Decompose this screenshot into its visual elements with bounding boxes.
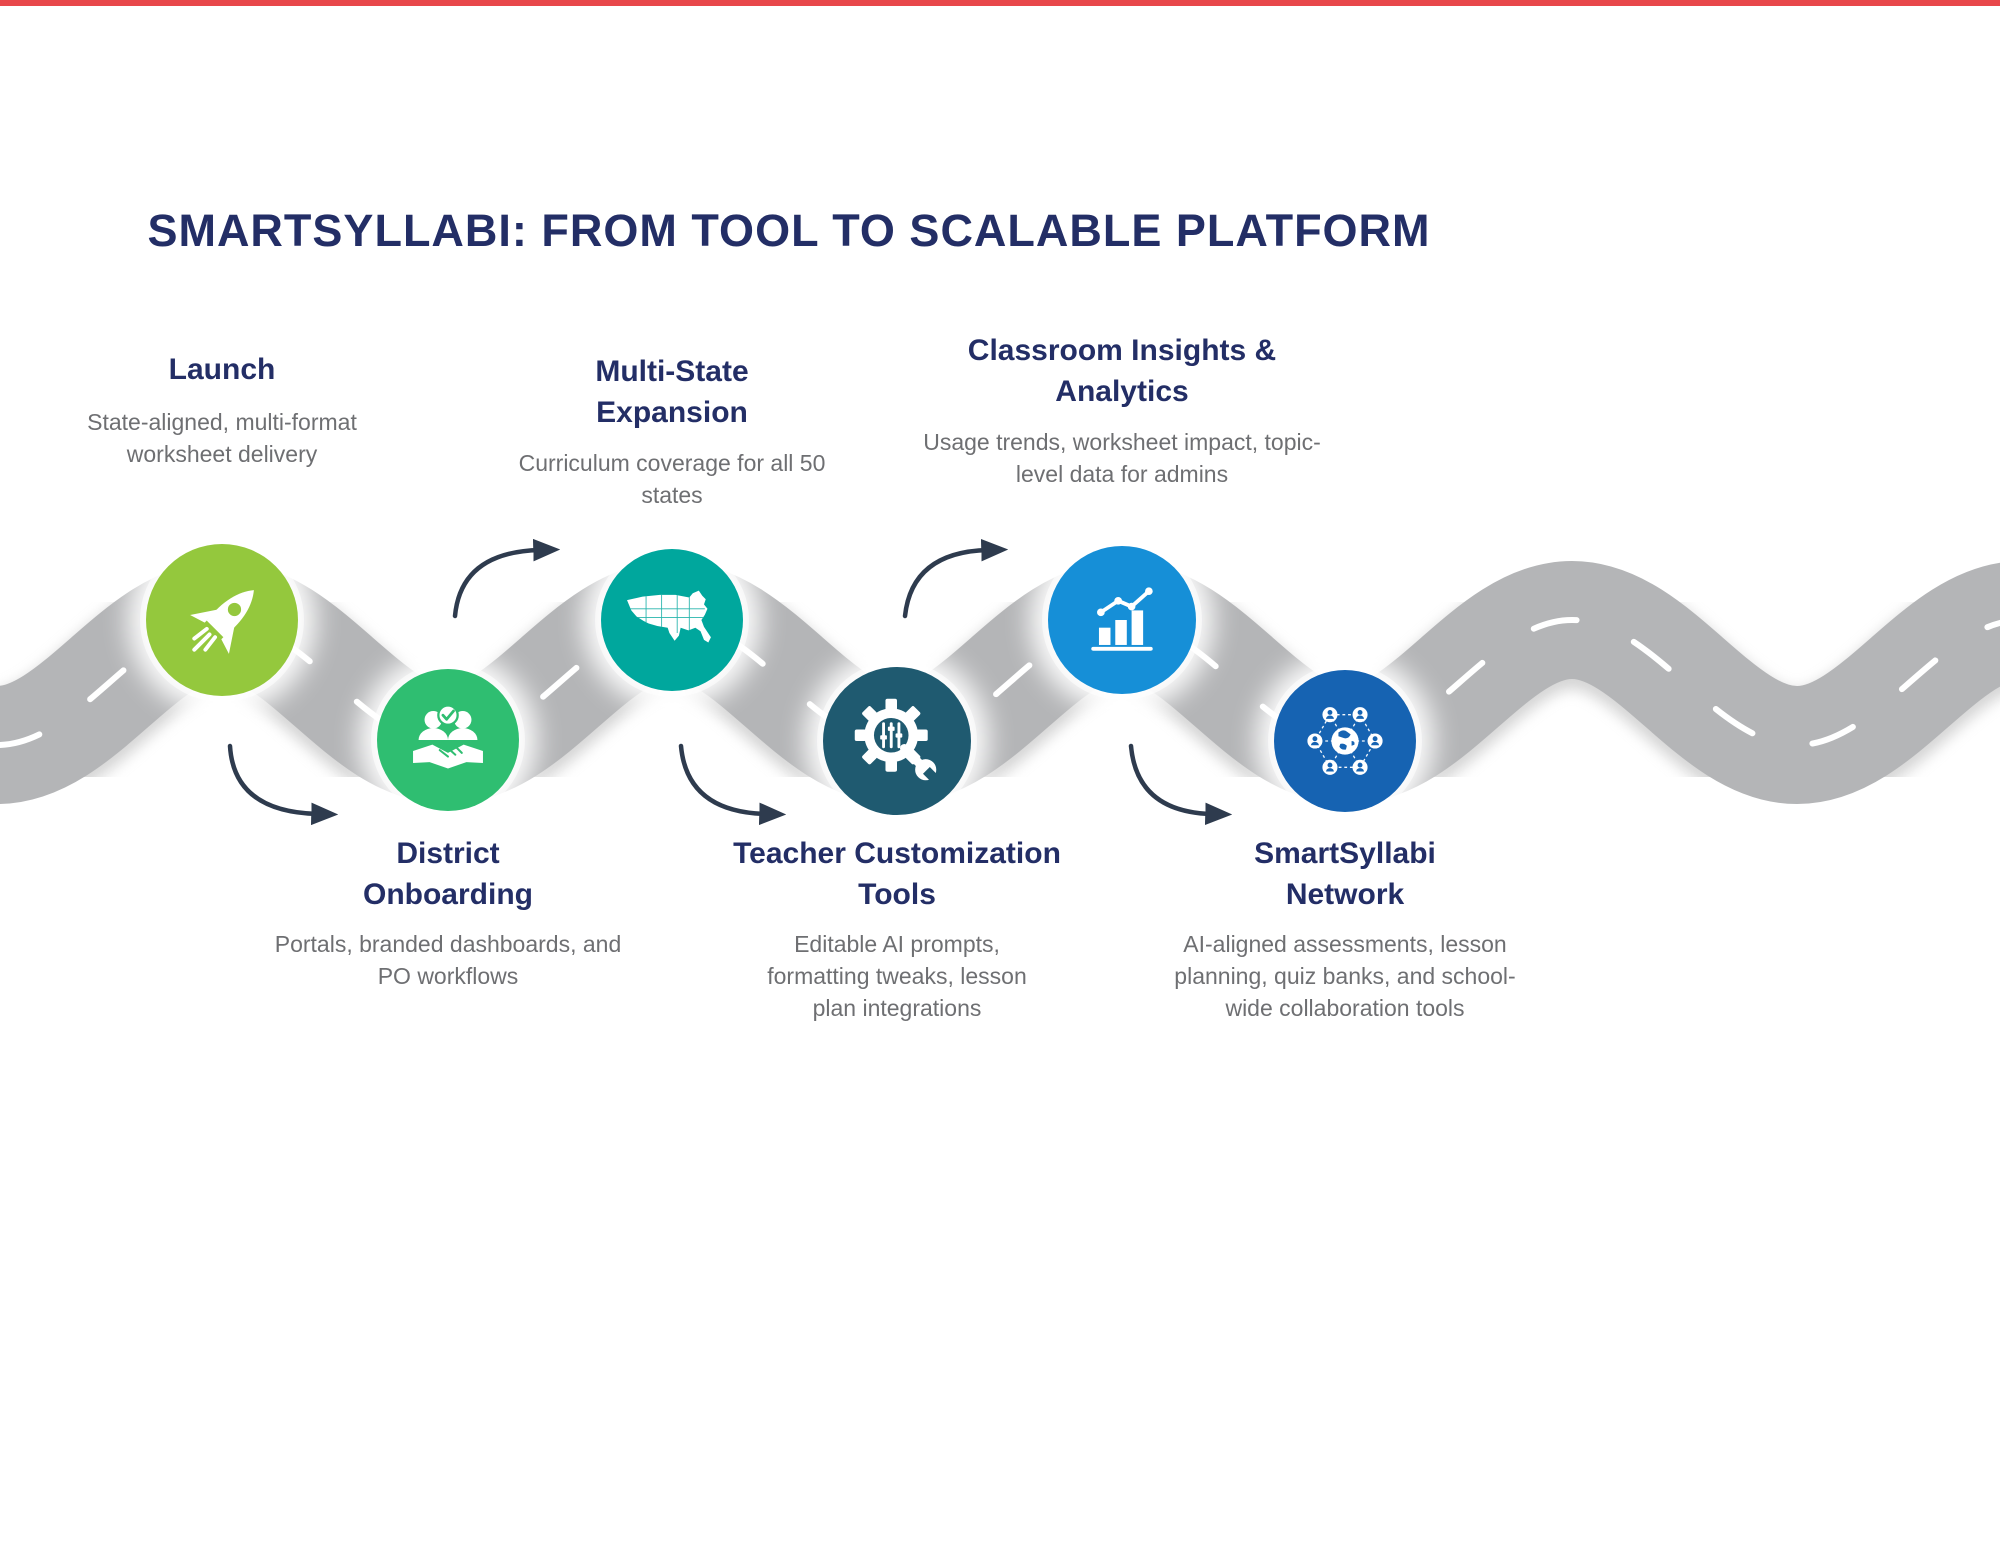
milestone-description-classroom-insights: Usage trends, worksheet impact, topic-le… — [923, 429, 1321, 488]
milestone-title-launch: Launch — [168, 353, 276, 386]
flow-arrow-3 — [678, 743, 787, 826]
flow-arrow-1 — [227, 743, 339, 826]
milestone-title-network: SmartSyllabi Network — [1254, 837, 1436, 911]
rocket-icon — [190, 590, 254, 654]
milestone-title-classroom-insights: Classroom Insights & Analytics — [967, 334, 1277, 408]
milestone-title-teacher-tools: Teacher Customization Tools — [733, 837, 1061, 911]
road-center-dashes — [0, 616, 2000, 749]
top-accent-strip — [0, 0, 2000, 6]
milestone-description-launch: State-aligned, multi-format worksheet de… — [87, 409, 357, 468]
milestone-circle-district-onboarding — [377, 669, 519, 811]
usa-map-icon — [627, 590, 711, 643]
network-globe-icon — [1307, 707, 1383, 775]
milestone-description-district-onboarding: Portals, branded dashboards, and PO work… — [274, 931, 622, 990]
page-title: SMARTSYLLABI: FROM TOOL TO SCALABLE PLAT… — [147, 205, 1431, 256]
milestone-description-teacher-tools: Editable AI prompts, formatting tweaks, … — [767, 931, 1027, 1022]
road-band — [0, 560, 2000, 805]
milestone-circle-network — [1274, 670, 1416, 812]
milestone-description-multi-state: Curriculum coverage for all 50 states — [518, 450, 826, 509]
handshake-icon — [413, 704, 483, 769]
milestone-circle-teacher-tools — [823, 667, 971, 815]
milestone-circle-launch — [146, 544, 298, 696]
milestone-title-district-onboarding: District Onboarding — [363, 837, 533, 911]
flow-arrow-2 — [452, 538, 561, 619]
bar-chart-icon — [1091, 587, 1153, 651]
milestone-title-multi-state: Multi-State Expansion — [595, 355, 749, 429]
milestone-circle-classroom-insights — [1048, 546, 1196, 694]
milestone-description-network: AI-aligned assessments, lesson planning,… — [1174, 931, 1516, 1022]
flow-arrow-5 — [1128, 743, 1233, 826]
flow-arrow-4 — [902, 538, 1009, 619]
gear-wrench-icon — [854, 698, 939, 783]
milestone-circle-multi-state — [601, 549, 743, 691]
